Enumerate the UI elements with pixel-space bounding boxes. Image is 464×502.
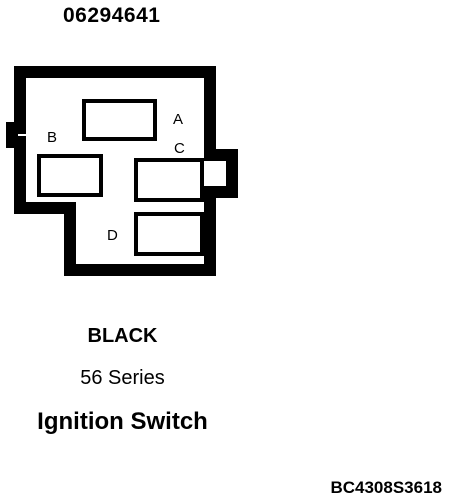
cavity-d-label: D (107, 227, 118, 244)
cavity-b (37, 154, 103, 197)
cavity-b-label: B (47, 129, 57, 146)
cavity-c (134, 158, 204, 202)
cavity-c-label: C (174, 140, 185, 157)
connector-color-label: BLACK (87, 325, 158, 347)
cavity-d (134, 212, 204, 256)
diagram-reference-code: BC4308S3618 (330, 478, 442, 497)
cavity-a (82, 99, 157, 141)
component-name-label: Ignition Switch (37, 408, 208, 435)
connector-housing (6, 66, 238, 276)
cavity-a-label: A (173, 111, 183, 128)
part-number: 06294641 (63, 4, 161, 27)
connector-series-label: 56 Series (80, 367, 165, 389)
